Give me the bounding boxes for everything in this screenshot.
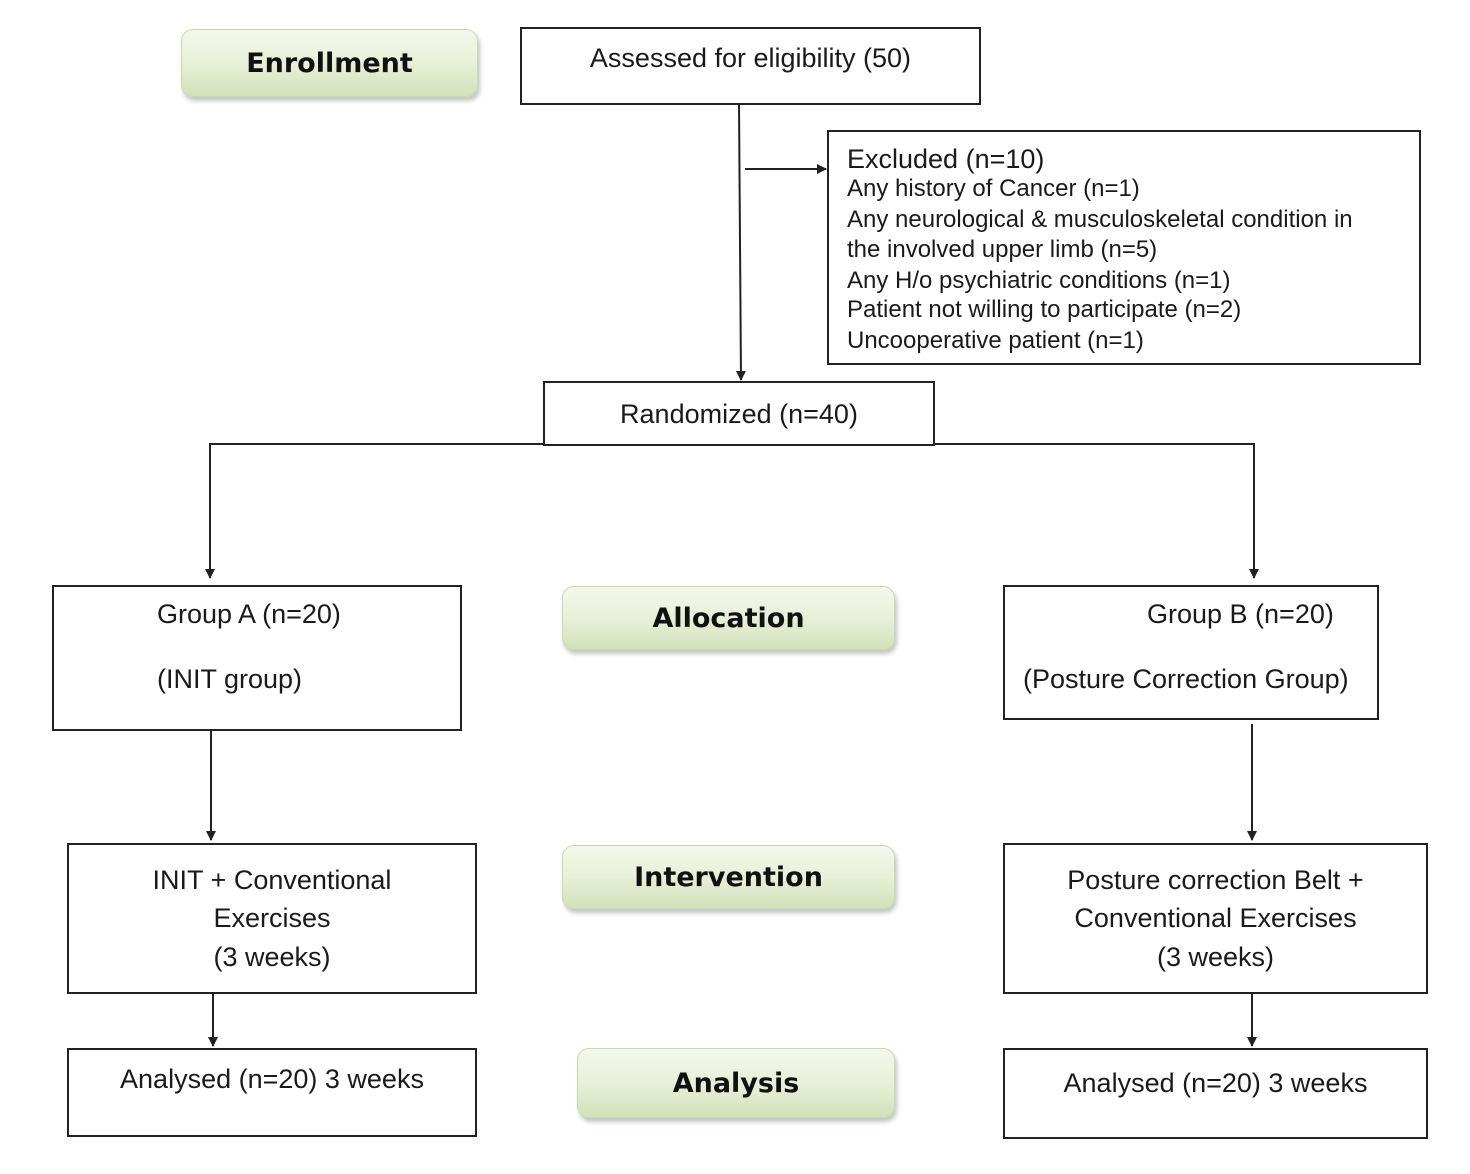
- assessed-text: Assessed for eligibility (50): [589, 43, 912, 73]
- excluded-reason: Any neurological & musculoskeletal condi…: [847, 206, 1353, 233]
- stage-label-analysis-text: Analysis: [672, 1067, 800, 1099]
- stage-label-allocation-text: Allocation: [652, 602, 805, 634]
- excluded-reason: Uncooperative patient (n=1): [847, 327, 1144, 354]
- analysis-b-box: Analysed (n=20) 3 weeks: [1003, 1048, 1428, 1139]
- analysis-b-text: Analysed (n=20) 3 weeks: [1063, 1068, 1368, 1098]
- intervention-b-box: Posture correction Belt + Conventional E…: [1003, 843, 1428, 994]
- stage-label-analysis: Analysis: [577, 1048, 895, 1118]
- intervention-a-line: INIT + Conventional: [152, 865, 392, 895]
- group-b-subtitle: (Posture Correction Group): [1023, 664, 1349, 694]
- stage-label-allocation: Allocation: [562, 586, 895, 650]
- excluded-reason: the involved upper limb (n=5): [847, 236, 1158, 263]
- intervention-a-line: Exercises: [213, 903, 331, 933]
- randomized-box: Randomized (n=40): [543, 381, 935, 446]
- assessed-box: Assessed for eligibility (50): [520, 27, 981, 105]
- analysis-a-text: Analysed (n=20) 3 weeks: [120, 1064, 424, 1094]
- randomized-text: Randomized (n=40): [620, 399, 858, 429]
- group-a-box: Group A (n=20) (INIT group): [52, 585, 462, 731]
- group-a-subtitle: (INIT group): [157, 664, 303, 694]
- excluded-title: Excluded (n=10): [847, 144, 1045, 174]
- excluded-box: Excluded (n=10) Any history of Cancer (n…: [827, 130, 1421, 365]
- group-b-box: Group B (n=20) (Posture Correction Group…: [1003, 585, 1379, 720]
- intervention-b-line: (3 weeks): [1156, 942, 1275, 972]
- group-b-title: Group B (n=20): [1147, 599, 1334, 629]
- arrow-randomized-to-group-a: [205, 443, 544, 579]
- stage-label-intervention: Intervention: [562, 845, 895, 909]
- stage-label-enrollment: Enrollment: [181, 29, 478, 97]
- stage-label-intervention-text: Intervention: [634, 861, 823, 893]
- arrow-assessed-to-randomized: [735, 103, 746, 381]
- excluded-reason: Any H/o psychiatric conditions (n=1): [847, 267, 1231, 294]
- stage-label-enrollment-text: Enrollment: [246, 47, 413, 79]
- excluded-reason: Any history of Cancer (n=1): [847, 175, 1140, 202]
- group-a-title: Group A (n=20): [157, 599, 341, 629]
- arrow-randomized-to-group-b: [934, 443, 1259, 579]
- intervention-b-line: Conventional Exercises: [1074, 903, 1357, 933]
- intervention-a-box: INIT + Conventional Exercises (3 weeks): [67, 843, 477, 994]
- analysis-a-box: Analysed (n=20) 3 weeks: [67, 1048, 477, 1137]
- intervention-b-line: Posture correction Belt +: [1067, 865, 1364, 895]
- intervention-a-line: (3 weeks): [213, 942, 331, 972]
- excluded-reason: Patient not willing to participate (n=2): [847, 296, 1242, 323]
